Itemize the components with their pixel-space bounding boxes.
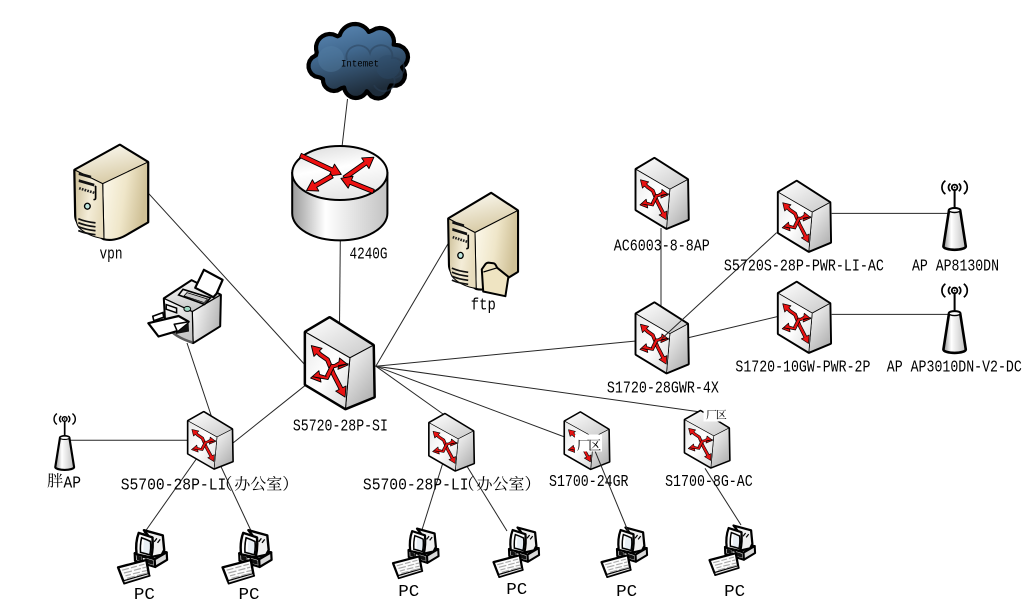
svg-text:4240G: 4240G: [350, 246, 388, 265]
svg-text:AC6003-8-8AP: AC6003-8-8AP: [614, 238, 710, 257]
svg-text:PC: PC: [239, 586, 260, 605]
svg-text:S5700-28P-LI: S5700-28P-LI: [363, 477, 469, 496]
svg-text:S5720S-28P-PWR-LI-AC: S5720S-28P-PWR-LI-AC: [724, 258, 884, 277]
svg-text:PC: PC: [616, 583, 637, 602]
svg-text:AP AP8130DN: AP AP8130DN: [912, 258, 999, 277]
svg-text:AP AP3010DN-V2-DC: AP AP3010DN-V2-DC: [887, 359, 1022, 378]
svg-text:S1720-10GW-PWR-2P: S1720-10GW-PWR-2P: [735, 359, 870, 378]
svg-text:S1720-28GWR-4X: S1720-28GWR-4X: [607, 380, 719, 399]
svg-text:PC: PC: [724, 583, 745, 602]
svg-text:S5700-28P-LI: S5700-28P-LI: [121, 477, 227, 496]
svg-text:PC: PC: [398, 583, 419, 602]
svg-text:Intemet: Intemet: [341, 60, 379, 71]
svg-text:S1700-24GR: S1700-24GR: [549, 473, 629, 492]
svg-text:PC: PC: [134, 586, 155, 605]
svg-text:PC: PC: [506, 581, 527, 600]
svg-text:vpn: vpn: [100, 246, 123, 265]
svg-text:S5720-28P-SI: S5720-28P-SI: [293, 418, 388, 437]
svg-text:ftp: ftp: [471, 297, 496, 316]
svg-text:AP: AP: [64, 475, 82, 494]
svg-text:S1700-8G-AC: S1700-8G-AC: [665, 473, 753, 492]
